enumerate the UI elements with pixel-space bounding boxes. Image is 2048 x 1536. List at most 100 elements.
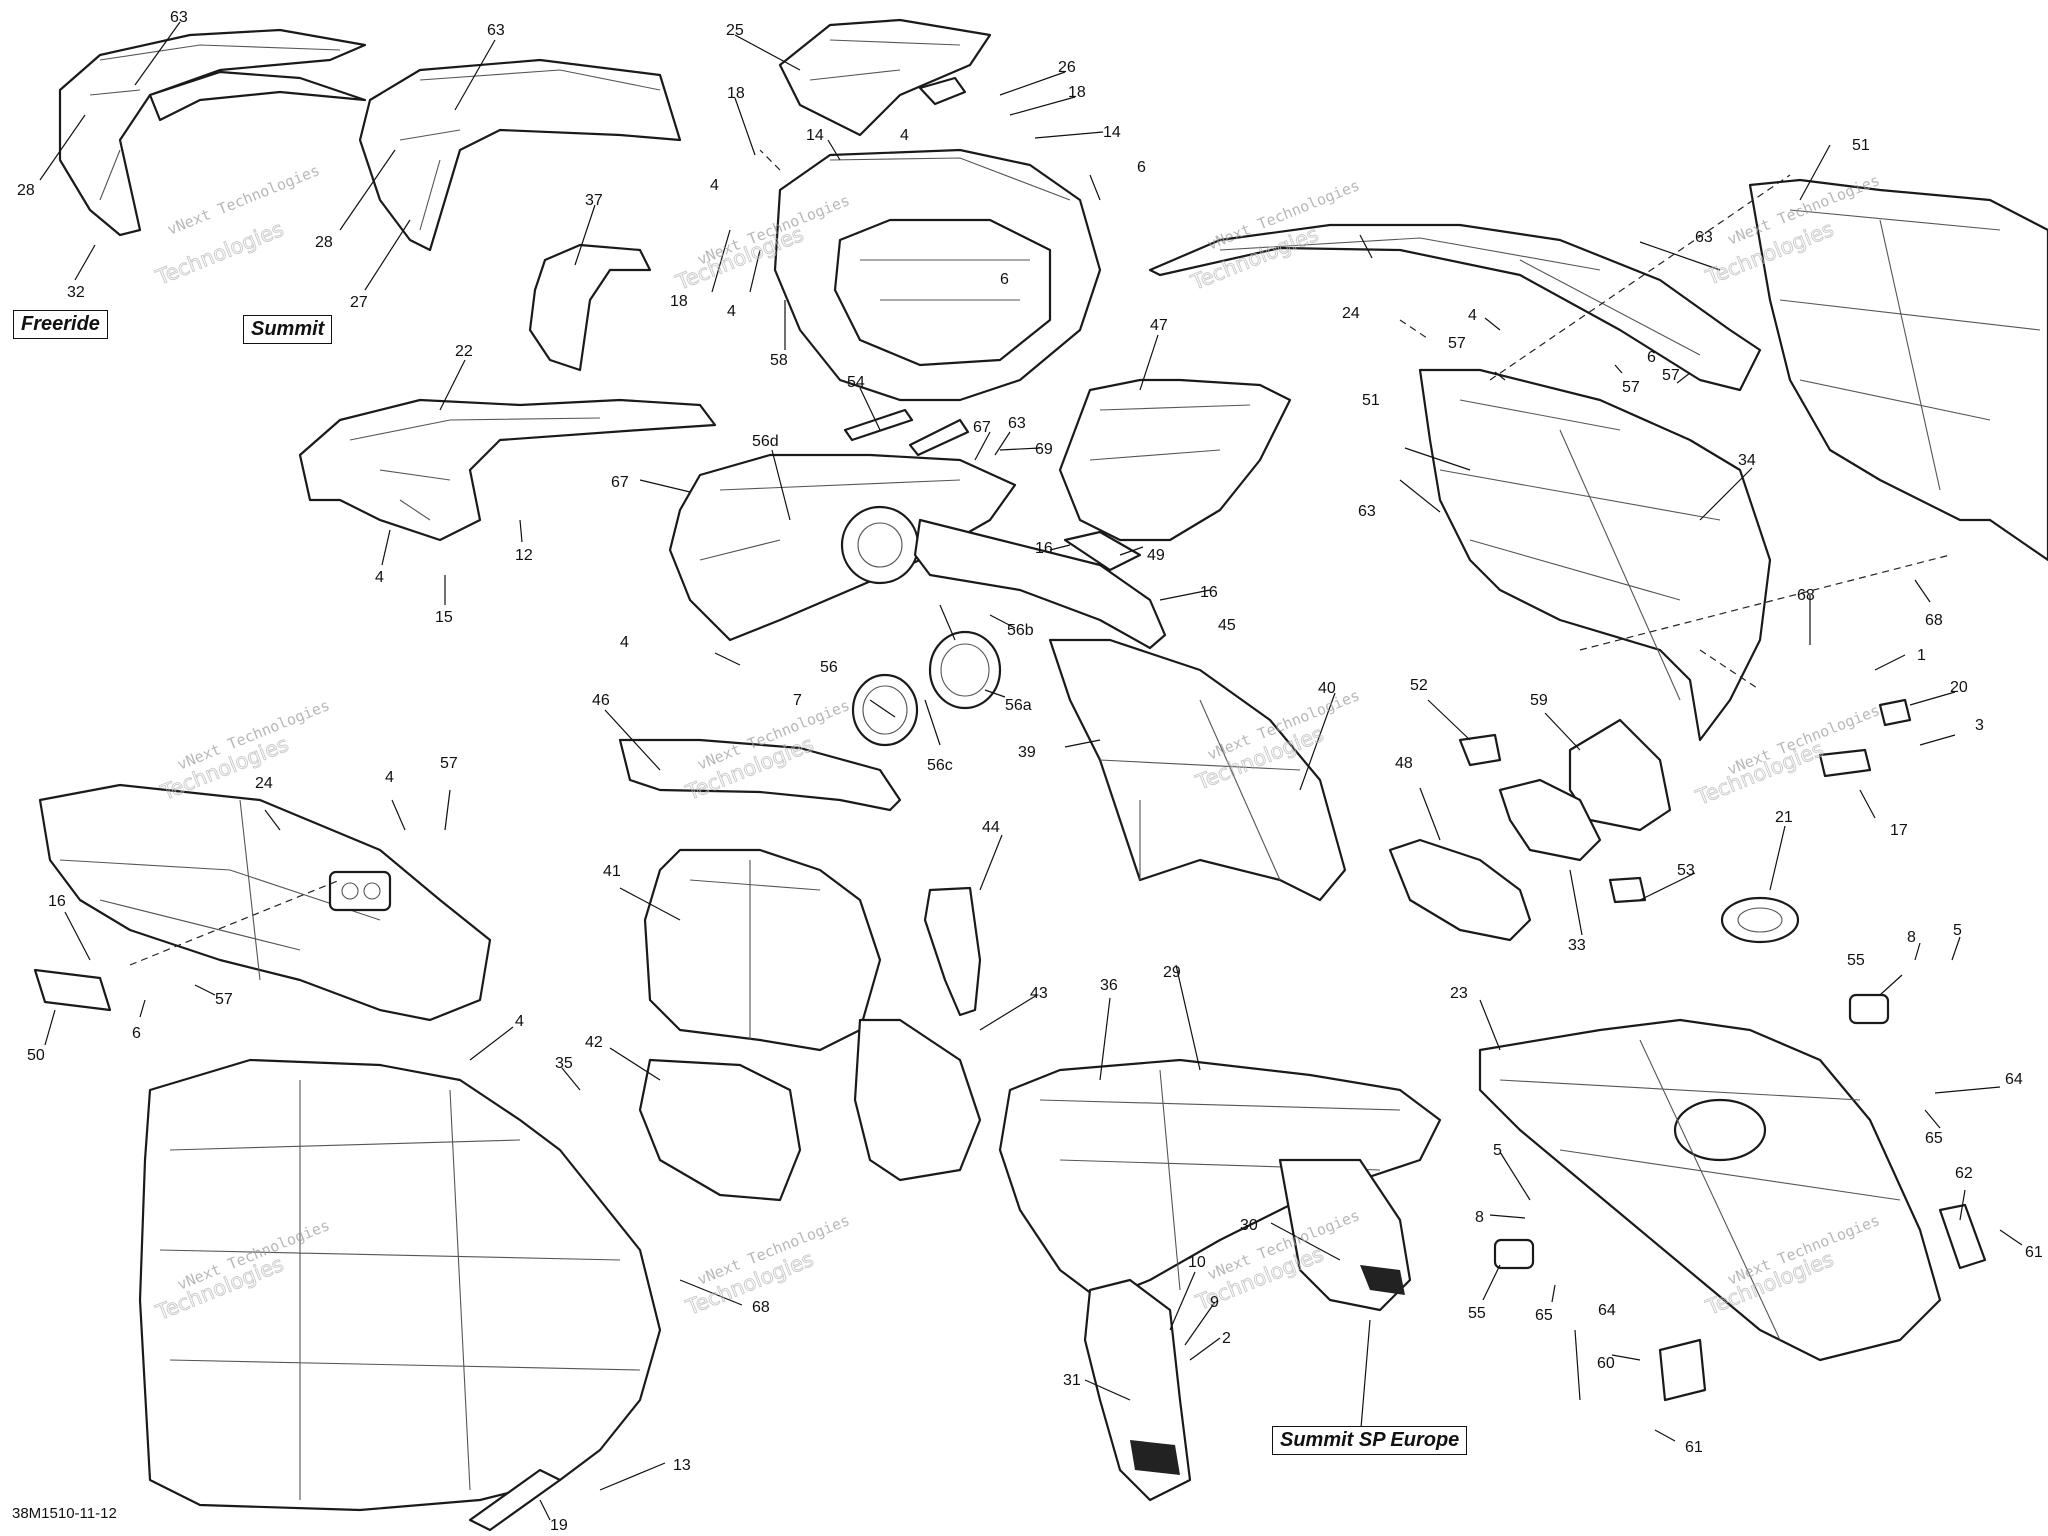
part-55-cap-a bbox=[1848, 993, 1890, 1025]
callout: 69 bbox=[1035, 441, 1053, 458]
watermark: vNext Technologies Technologies bbox=[156, 696, 332, 805]
variant-tag-summit: Summit bbox=[243, 315, 333, 344]
part-20-bracket bbox=[1878, 698, 1912, 727]
callout: 43 bbox=[1030, 985, 1048, 1002]
callout: 18 bbox=[727, 85, 745, 102]
callout: 63 bbox=[1008, 415, 1026, 432]
callout: 56a bbox=[1005, 697, 1032, 714]
callout: 6 bbox=[132, 1025, 141, 1042]
part-59-bracket bbox=[1568, 718, 1672, 832]
callout: 8 bbox=[1475, 1209, 1484, 1226]
part-24-upper-strip bbox=[1148, 223, 1762, 392]
callout: 4 bbox=[385, 769, 394, 786]
callout: 21 bbox=[1775, 809, 1793, 826]
part-19-strip bbox=[468, 1468, 562, 1532]
part-33-bracket bbox=[1498, 778, 1602, 862]
callout: 7 bbox=[793, 692, 802, 709]
part-41-block bbox=[643, 848, 882, 1052]
callout: 55 bbox=[1847, 952, 1865, 969]
callout: 40 bbox=[1318, 680, 1336, 697]
callout: 56d bbox=[752, 433, 779, 450]
part-55-cap-b bbox=[1493, 1238, 1535, 1270]
callout: 16 bbox=[1200, 584, 1218, 601]
part-25-cover bbox=[778, 18, 992, 137]
callout: 29 bbox=[1163, 964, 1181, 981]
callout: 9 bbox=[1210, 1294, 1219, 1311]
callout: 31 bbox=[1063, 1372, 1081, 1389]
callout: 46 bbox=[592, 692, 610, 709]
callout: 4 bbox=[515, 1013, 524, 1030]
callout: 4 bbox=[620, 634, 629, 651]
part-shapes bbox=[33, 18, 2048, 1532]
callout: 64 bbox=[2005, 1071, 2023, 1088]
part-52-clip bbox=[1458, 733, 1502, 767]
callout: 68 bbox=[1797, 587, 1815, 604]
svg-text:vNext Technologies: vNext Technologies bbox=[165, 161, 322, 239]
part-42-block bbox=[638, 1058, 802, 1202]
callout: 48 bbox=[1395, 755, 1413, 772]
callout: 55 bbox=[1468, 1305, 1486, 1322]
callout: 61 bbox=[1685, 1439, 1703, 1456]
callout: 26 bbox=[1058, 59, 1076, 76]
callout: 53 bbox=[1677, 862, 1695, 879]
callout: 25 bbox=[726, 22, 744, 39]
leader-lines bbox=[39, 21, 2023, 1521]
part-54-strip-a bbox=[843, 408, 914, 442]
callout: 3 bbox=[1975, 717, 1984, 734]
callout: 50 bbox=[27, 1047, 45, 1064]
callout: 4 bbox=[727, 303, 736, 320]
callout: 24 bbox=[1342, 305, 1360, 322]
watermark: vNext Technologies Technologies bbox=[151, 161, 322, 290]
variant-tag-summit-sp-europe: Summit SP Europe bbox=[1272, 1426, 1468, 1455]
callout: 63 bbox=[1695, 229, 1713, 246]
callout: 12 bbox=[515, 547, 533, 564]
callout: 36 bbox=[1100, 977, 1118, 994]
part-44-panel bbox=[923, 886, 982, 1017]
callout: 4 bbox=[375, 569, 384, 586]
part-46-lower-strip bbox=[618, 738, 902, 812]
callout: 18 bbox=[670, 293, 688, 310]
callout: 4 bbox=[900, 127, 909, 144]
part-45-strip bbox=[913, 518, 1167, 650]
callout: 17 bbox=[1890, 822, 1908, 839]
part-17-bracket bbox=[1818, 748, 1872, 778]
callout: 47 bbox=[1150, 317, 1168, 334]
part-60-plate bbox=[1658, 1338, 1707, 1402]
callout: 65 bbox=[1535, 1307, 1553, 1324]
callout: 18 bbox=[1068, 84, 1086, 101]
callout: 16 bbox=[1035, 540, 1053, 557]
callout: 61 bbox=[2025, 1244, 2043, 1261]
part-37-duct bbox=[528, 243, 652, 372]
part-56a-bezel bbox=[928, 630, 1002, 710]
callout: 68 bbox=[1925, 612, 1943, 629]
callout: 57 bbox=[440, 755, 458, 772]
callout: 4 bbox=[710, 177, 719, 194]
callout: 2 bbox=[1222, 1330, 1231, 1347]
callout: 19 bbox=[550, 1517, 568, 1534]
callout: 24 bbox=[255, 775, 273, 792]
part-35-lower-panel bbox=[138, 1058, 662, 1512]
part-34-main-panel bbox=[1418, 368, 1772, 742]
callout: 63 bbox=[1358, 503, 1376, 520]
callout: 35 bbox=[555, 1055, 573, 1072]
part-26-clip bbox=[918, 76, 967, 106]
callout: 65 bbox=[1925, 1130, 1943, 1147]
callout-numbers: 63 63 28 28 32 27 37 22 4 15 12 25 26 18… bbox=[17, 9, 2043, 1534]
part-48-bracket bbox=[1388, 838, 1532, 942]
callout: 16 bbox=[48, 893, 66, 910]
callout: 56c bbox=[927, 757, 953, 774]
callout: 67 bbox=[611, 474, 629, 491]
callout: 58 bbox=[770, 352, 788, 369]
callout: 10 bbox=[1188, 1254, 1206, 1271]
callout: 44 bbox=[982, 819, 1000, 836]
part-43-block bbox=[853, 1018, 982, 1182]
callout: 14 bbox=[806, 127, 824, 144]
callout: 15 bbox=[435, 609, 453, 626]
part-39-windshield bbox=[1048, 638, 1347, 902]
callout: 22 bbox=[455, 343, 473, 360]
callout: 56b bbox=[1007, 622, 1034, 639]
callout: 27 bbox=[350, 294, 368, 311]
callout: 54 bbox=[847, 374, 865, 391]
callout: 60 bbox=[1597, 1355, 1615, 1372]
